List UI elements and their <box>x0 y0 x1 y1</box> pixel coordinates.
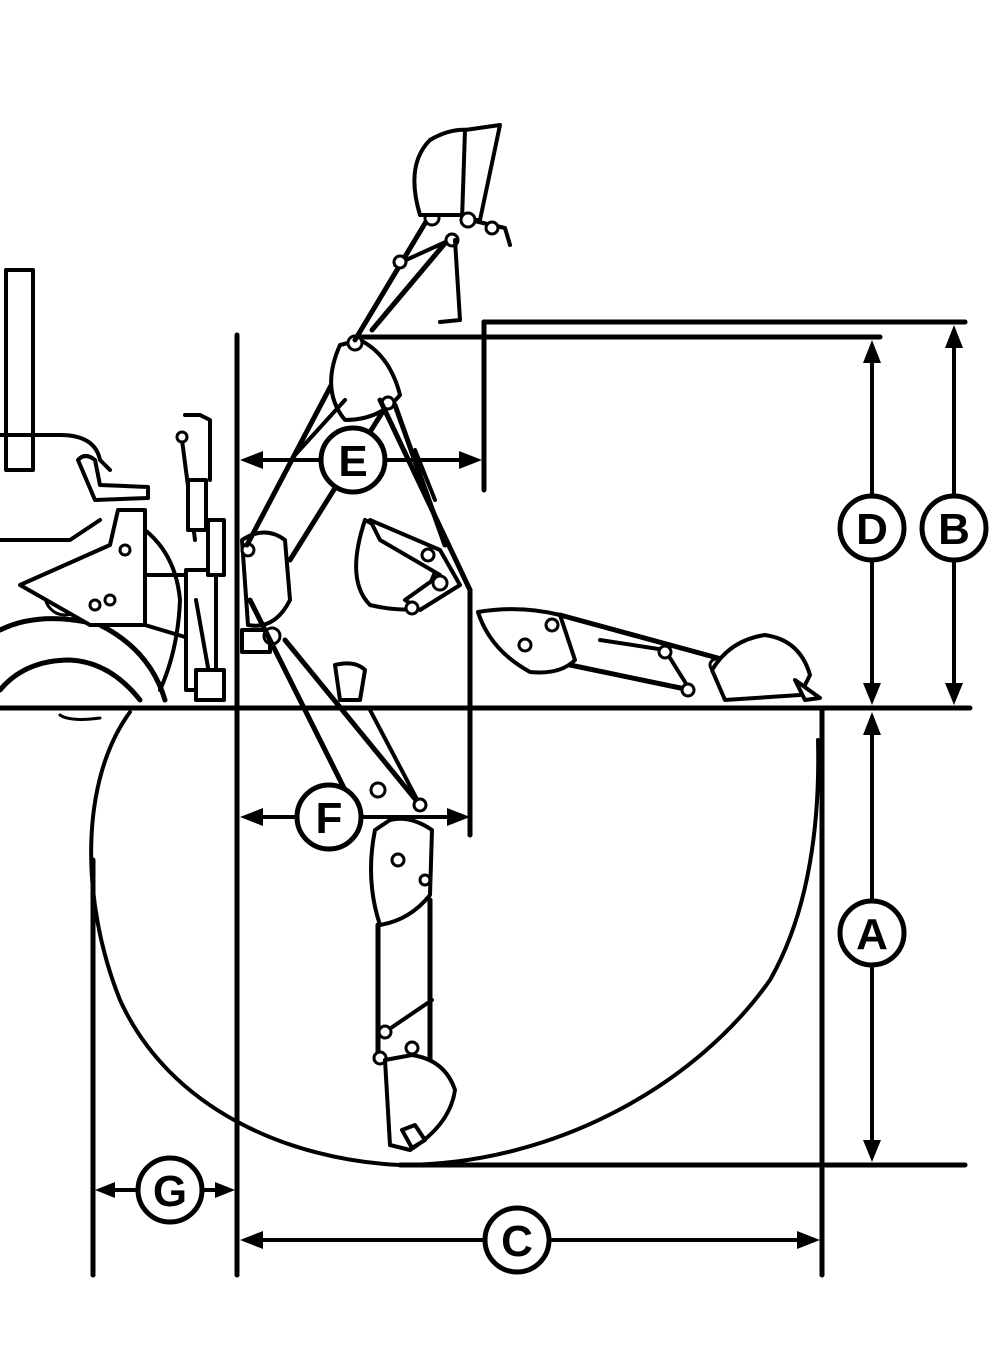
label-b-circle <box>919 493 989 563</box>
lower-knuckle <box>369 816 434 927</box>
body-line <box>0 518 102 542</box>
extended-boom <box>476 607 822 702</box>
extended-link-pin <box>657 644 673 660</box>
raised-boom <box>244 123 512 563</box>
ground-arc-mark <box>58 713 102 721</box>
arrow-f-head-right <box>447 808 470 826</box>
dimension-arrows <box>95 325 963 1249</box>
mid-bucket-pin <box>431 574 449 592</box>
label-e: E <box>318 425 388 495</box>
valve-block <box>206 518 226 577</box>
wheel-arc <box>128 518 182 692</box>
dig-envelope-arc <box>89 710 821 1167</box>
bucket-pin <box>484 220 500 236</box>
label-a-circle <box>837 898 907 968</box>
bucket-pin <box>459 211 477 229</box>
raised-bucket-back <box>460 123 502 222</box>
extended-pin <box>544 617 560 633</box>
lower-link-pin <box>404 1040 420 1056</box>
lower-dipper-link <box>386 998 434 1032</box>
bolt <box>118 543 132 557</box>
label-c-circle <box>482 1205 552 1275</box>
label-c-text: C <box>501 1217 533 1266</box>
lever-box <box>186 478 208 532</box>
lower-boom <box>247 597 457 1152</box>
reference-lines <box>0 319 973 1278</box>
extended-dipper-top <box>557 612 728 663</box>
lower-link-pin <box>377 1024 393 1040</box>
arrow-e-head-right <box>459 451 482 469</box>
arrow-d-head-down <box>863 683 881 705</box>
mid-bucket-pin <box>420 547 436 563</box>
arrow-g-head-left <box>95 1182 115 1198</box>
label-f-text: F <box>316 794 343 843</box>
label-g: G <box>135 1155 205 1225</box>
mid-bucket-pin <box>404 600 420 616</box>
extended-cylinder <box>598 638 667 652</box>
label-e-text: E <box>338 437 367 486</box>
label-b: B <box>919 493 989 563</box>
dipper-pin <box>392 254 408 270</box>
arrow-b-head-down <box>945 683 963 705</box>
bolt <box>88 598 102 612</box>
label-d-text: D <box>856 505 888 554</box>
arrow-c-head-right <box>797 1231 820 1249</box>
extended-bucket-tooth <box>793 678 822 702</box>
extended-link-pin <box>680 682 696 698</box>
knuckle-pin <box>418 873 432 887</box>
label-f: F <box>294 782 364 852</box>
label-c: C <box>482 1205 552 1275</box>
label-f-circle <box>294 782 364 852</box>
rops-post <box>4 268 35 472</box>
extended-pin <box>517 637 533 653</box>
arrow-c-head-left <box>240 1231 263 1249</box>
label-g-text: G <box>153 1167 187 1216</box>
label-g-circle <box>135 1155 205 1225</box>
lever-knob <box>175 430 189 444</box>
swing-tower <box>240 530 292 628</box>
lower-boom-cylinder <box>368 708 422 807</box>
label-d-circle <box>837 493 907 563</box>
label-a-text: A <box>856 910 888 959</box>
arrow-b-head-up <box>945 325 963 348</box>
lower-boom-back <box>282 637 423 808</box>
arrow-e-head-left <box>240 451 263 469</box>
stabilizer-pad <box>194 668 226 702</box>
label-a: A <box>837 898 907 968</box>
seat <box>76 454 150 502</box>
lower-boom-bracket <box>333 661 367 702</box>
lower-boom-front <box>247 597 358 813</box>
control-lever <box>183 413 212 482</box>
label-b-text: B <box>938 505 970 554</box>
raised-dipper-front <box>352 212 433 343</box>
dimension-labels: A B C D E F G <box>135 425 989 1275</box>
boom-cylinder <box>293 398 347 457</box>
arrow-a-head-down <box>863 1140 881 1162</box>
extended-bucket <box>710 633 812 702</box>
arrow-f-head-left <box>240 808 263 826</box>
lower-bucket-tooth <box>400 1123 427 1150</box>
raised-dipper-back <box>369 232 455 333</box>
tractor <box>0 268 226 703</box>
label-d: D <box>837 493 907 563</box>
label-e-circle <box>318 425 388 495</box>
lower-boom-pin <box>369 781 387 799</box>
subframe <box>18 508 147 627</box>
mid-dipper-back <box>392 402 448 548</box>
knuckle-pin <box>390 852 406 868</box>
middle-boom <box>354 397 473 616</box>
bolt <box>103 593 117 607</box>
extended-dipper-bottom <box>567 662 693 693</box>
swing-frame <box>240 530 292 654</box>
arrow-g-head-right <box>215 1182 235 1198</box>
raised-cylinder <box>438 238 462 324</box>
bucket-link <box>468 218 512 247</box>
rear-wheel-rim <box>0 657 143 703</box>
arrow-a-head-up <box>863 712 881 735</box>
lower-boom-pin <box>412 797 428 813</box>
fender-outline <box>0 433 112 472</box>
arrow-d-head-up <box>863 340 881 363</box>
